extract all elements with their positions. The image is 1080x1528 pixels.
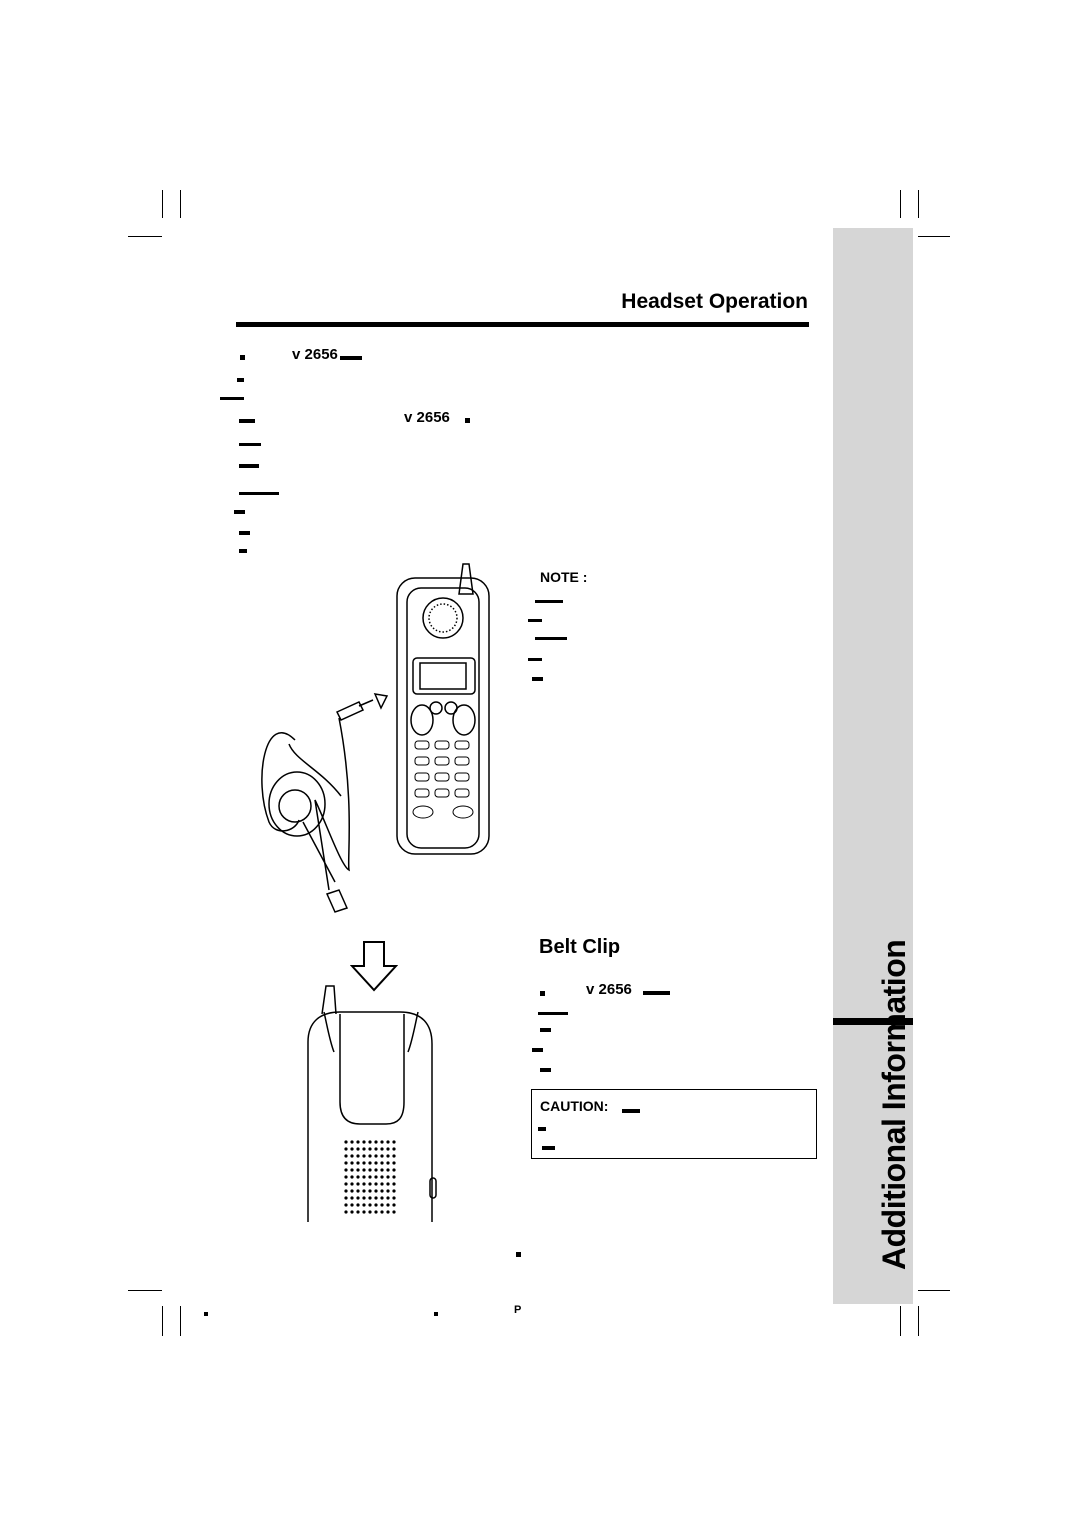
belt-clip-illustration: [307, 985, 437, 1222]
crop-mark: [128, 1290, 162, 1291]
text-fragment: [542, 1146, 555, 1150]
text-fragment: [465, 418, 470, 423]
text-fragment: [538, 1012, 568, 1015]
crop-mark: [180, 1306, 181, 1336]
text-fragment: [340, 356, 362, 360]
crop-mark: [128, 236, 162, 237]
crop-mark: [918, 236, 950, 237]
text-fragment: [434, 1312, 438, 1316]
text-fragment: [528, 619, 542, 622]
crop-mark: [162, 1306, 163, 1336]
note-label: NOTE :: [540, 569, 588, 585]
text-fragment: [237, 378, 244, 382]
crop-mark: [918, 190, 919, 218]
text-fragment: [538, 1127, 546, 1131]
text-fragment: [239, 531, 250, 535]
caution-box: CAUTION:: [531, 1089, 817, 1159]
headset-illustration: [261, 563, 490, 913]
text-fragment: [239, 443, 261, 446]
crop-mark: [162, 190, 163, 218]
model-number: v 2656: [586, 981, 632, 998]
text-fragment: [532, 1048, 543, 1052]
text-fragment: [516, 1252, 521, 1257]
belt-clip-heading: Belt Clip: [539, 936, 621, 958]
text-fragment: [528, 658, 542, 661]
sidebar-divider: [833, 1018, 913, 1025]
title-rule: [236, 322, 809, 327]
text-fragment: [622, 1109, 640, 1113]
crop-mark: [180, 190, 181, 218]
text-fragment: [532, 677, 543, 681]
text-fragment: [239, 549, 247, 553]
text-fragment: [535, 600, 563, 603]
text-fragment: [535, 637, 567, 640]
text-fragment: [540, 1028, 551, 1032]
text-fragment: [220, 397, 244, 400]
text-fragment: [239, 419, 255, 423]
crop-mark: [918, 1306, 919, 1336]
text-fragment: [239, 492, 279, 495]
down-arrow-icon: [350, 941, 398, 992]
section-sidebar: [833, 228, 913, 1304]
text-fragment: [204, 1312, 208, 1316]
text-fragment: [240, 355, 245, 360]
model-number: v 2656: [404, 409, 450, 426]
model-number: v 2656: [292, 346, 338, 363]
text-fragment: [239, 464, 259, 468]
text-fragment: [540, 991, 545, 996]
text-fragment: [643, 991, 670, 995]
page-mark: P: [514, 1304, 522, 1316]
text-fragment: [234, 510, 245, 514]
page-title: Headset Operation: [621, 290, 808, 313]
crop-mark: [900, 1306, 901, 1336]
sidebar-section-label: Additional Information: [876, 939, 912, 1270]
crop-mark: [918, 1290, 950, 1291]
caution-label: CAUTION:: [540, 1098, 609, 1114]
text-fragment: [540, 1068, 551, 1072]
crop-mark: [900, 190, 901, 218]
